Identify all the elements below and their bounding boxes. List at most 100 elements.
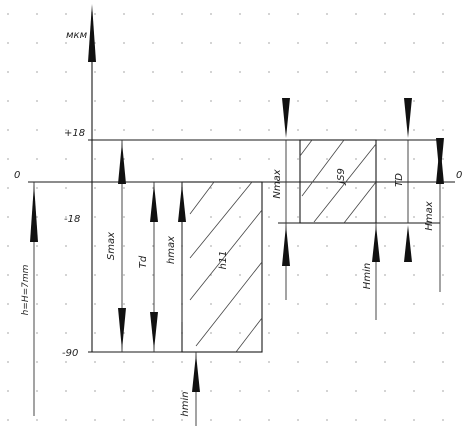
grid-dot: [355, 129, 357, 131]
grid-dot: [268, 303, 270, 305]
hmin-hole-label: Hmin: [362, 263, 373, 289]
grid-dot: [152, 187, 154, 189]
grid-dot: [152, 100, 154, 102]
grid-dot: [152, 303, 154, 305]
grid-dot: [7, 71, 9, 73]
shaft-zone-label: h11: [218, 250, 229, 269]
grid-dot: [384, 129, 386, 131]
grid-dot: [7, 419, 9, 421]
grid-dot: [36, 13, 38, 15]
shaft-zone: h11: [181, 181, 263, 353]
grid-dot: [7, 245, 9, 247]
dot-grid: [7, 13, 444, 421]
grid-dot: [297, 187, 299, 189]
grid-dot: [123, 361, 125, 363]
td-label: Td: [138, 255, 149, 268]
grid-dot: [413, 216, 415, 218]
grid-dot: [297, 245, 299, 247]
grid-dot: [413, 419, 415, 421]
grid-dot: [210, 42, 212, 44]
grid-dot: [7, 42, 9, 44]
level-minus18-label: -18: [64, 214, 80, 225]
grid-dot: [7, 187, 9, 189]
grid-dot: [384, 187, 386, 189]
grid-dot: [297, 361, 299, 363]
grid-dot: [326, 42, 328, 44]
grid-dot: [94, 419, 96, 421]
grid-dot: [442, 303, 444, 305]
grid-dot: [7, 158, 9, 160]
grid-dot: [7, 274, 9, 276]
grid-dot: [36, 390, 38, 392]
grid-dot: [181, 100, 183, 102]
grid-dot: [413, 274, 415, 276]
grid-dot: [442, 13, 444, 15]
grid-dot: [384, 245, 386, 247]
grid-dot: [210, 216, 212, 218]
grid-dot: [413, 158, 415, 160]
grid-dot: [94, 158, 96, 160]
grid-dot: [181, 42, 183, 44]
grid-dot: [36, 129, 38, 131]
grid-dot: [152, 42, 154, 44]
dimension-arrows: [30, 98, 444, 392]
grid-dot: [36, 361, 38, 363]
grid-dot: [239, 332, 241, 334]
grid-dot: [152, 245, 154, 247]
grid-dot: [384, 216, 386, 218]
grid-dot: [239, 42, 241, 44]
grid-dot: [181, 361, 183, 363]
grid-dot: [297, 71, 299, 73]
grid-dot: [355, 361, 357, 363]
grid-dot: [442, 419, 444, 421]
grid-dot: [210, 332, 212, 334]
grid-dot: [123, 42, 125, 44]
grid-dot: [442, 245, 444, 247]
grid-dot: [239, 216, 241, 218]
grid-dot: [152, 158, 154, 160]
grid-dot: [210, 100, 212, 102]
grid-dot: [268, 332, 270, 334]
grid-dot: [442, 361, 444, 363]
grid-dot: [94, 332, 96, 334]
grid-dot: [239, 274, 241, 276]
grid-dot: [239, 361, 241, 363]
grid-dot: [152, 361, 154, 363]
grid-dot: [65, 42, 67, 44]
grid-dot: [94, 187, 96, 189]
grid-dot: [413, 187, 415, 189]
grid-dot: [355, 390, 357, 392]
grid-dot: [65, 245, 67, 247]
grid-dot: [7, 129, 9, 131]
grid-dot: [413, 390, 415, 392]
grid-dot: [181, 71, 183, 73]
grid-dot: [297, 390, 299, 392]
grid-dot: [65, 303, 67, 305]
grid-dot: [384, 42, 386, 44]
shaft-hatching: [189, 181, 263, 353]
grid-dot: [384, 332, 386, 334]
grid-dot: [355, 303, 357, 305]
grid-dot: [65, 216, 67, 218]
grid-dot: [297, 158, 299, 160]
grid-dot: [355, 100, 357, 102]
grid-dot: [413, 13, 415, 15]
grid-dot: [297, 129, 299, 131]
grid-dot: [384, 13, 386, 15]
grid-dot: [94, 390, 96, 392]
grid-dot: [65, 390, 67, 392]
grid-dot: [442, 42, 444, 44]
grid-dot: [268, 274, 270, 276]
grid-dot: [36, 332, 38, 334]
grid-dot: [355, 187, 357, 189]
grid-dot: [355, 274, 357, 276]
h-equals-label: h=H=7mm: [21, 264, 31, 315]
grid-dot: [297, 216, 299, 218]
grid-dot: [181, 13, 183, 15]
grid-dot: [123, 390, 125, 392]
grid-dot: [326, 129, 328, 131]
grid-dot: [326, 303, 328, 305]
grid-dot: [442, 187, 444, 189]
grid-dot: [65, 274, 67, 276]
grid-dot: [326, 274, 328, 276]
